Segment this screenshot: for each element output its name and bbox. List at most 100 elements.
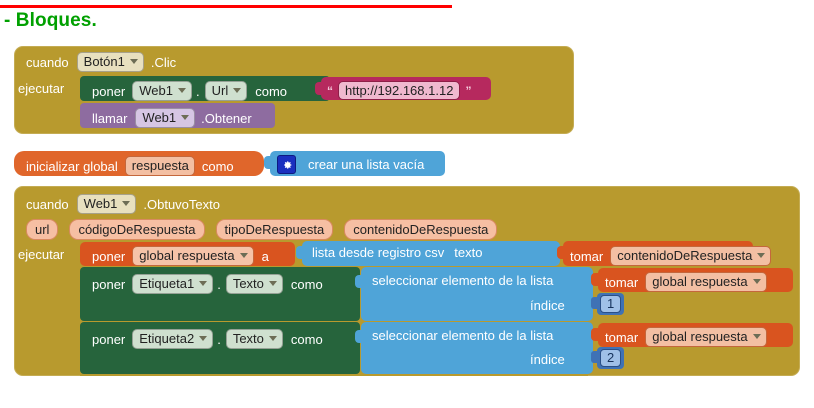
component-dropdown-web1-event-label: Web1 [83, 196, 118, 211]
event2-when-row: cuando Web1 .ObtuvoTexto [26, 194, 220, 214]
set-label-global: poner [92, 248, 126, 264]
global-var-dropdown[interactable]: global respuesta [132, 246, 254, 266]
event-do-label-row: ejecutar [18, 82, 64, 95]
create-empty-list-label: crear una lista vacía [308, 157, 425, 172]
to-label-etiqueta1: como [290, 276, 323, 292]
to-label: como [255, 83, 288, 99]
dot-separator: . [217, 276, 221, 292]
text-value-field[interactable]: http://192.168.1.12 [338, 81, 461, 100]
property-dropdown-texto-1[interactable]: Texto [225, 274, 283, 294]
get-var-dropdown-contenido[interactable]: contenidoDeRespuesta [610, 246, 772, 266]
text-block-row: “ http://192.168.1.12 ” [327, 81, 471, 100]
setter-block-etiqueta1-texto[interactable] [80, 267, 360, 321]
select-list-item-block-1[interactable] [361, 267, 593, 321]
get-global-respuesta-2-row: tomar global respuesta [605, 327, 767, 347]
property-dropdown-url-label: Url [211, 83, 229, 98]
to-label-global: a [261, 248, 269, 264]
get-block-contenido-plug [557, 246, 567, 259]
setter-web1-url-row: poner Web1 . Url como [92, 81, 287, 101]
event-param-tipo[interactable]: tipoDeRespuesta [215, 219, 334, 240]
heading-rule [0, 5, 452, 8]
list-from-csv-row-block[interactable] [302, 241, 560, 266]
list-from-csv-label: lista desde registro csv [312, 245, 445, 260]
setter-etiqueta1-row: poner Etiqueta1 . Texto como [92, 274, 323, 294]
number-block-1-value[interactable]: 1 [600, 295, 622, 313]
setter-block-etiqueta2-texto[interactable] [80, 322, 360, 374]
component-dropdown-web1-label: Web1 [139, 83, 173, 98]
component-dropdown-web1[interactable]: Web1 [132, 81, 192, 101]
index-label-2: índice [530, 352, 565, 367]
event-param-codigo[interactable]: códigoDeRespuesta [69, 219, 205, 240]
get-label-1: tomar [605, 274, 639, 290]
get-label-contenido: tomar [570, 248, 604, 264]
list-from-csv-arg-label: texto [454, 245, 483, 260]
select-list-item-1-index-row: índice [530, 299, 565, 312]
select-list-item-2-title-row: seleccionar elemento de la lista [372, 329, 553, 342]
event2-do-label-row: ejecutar [18, 248, 64, 261]
chevron-down-icon [757, 253, 766, 258]
component-dropdown-etiqueta2[interactable]: Etiqueta2 [132, 329, 214, 349]
dot-separator: . [195, 83, 200, 99]
select-list-item-1-label: seleccionar elemento de la lista [372, 273, 554, 288]
page-title: - Bloques. [4, 10, 97, 31]
close-quote: ” [465, 83, 472, 98]
open-quote: “ [327, 83, 333, 98]
dot-separator: . [217, 331, 221, 347]
create-empty-list-plug [264, 156, 274, 169]
property-dropdown-texto-2[interactable]: Texto [225, 329, 283, 349]
number-block-1[interactable]: 1 [597, 293, 625, 315]
component-dropdown-etiqueta2-label: Etiqueta2 [139, 331, 195, 346]
component-dropdown-boton1[interactable]: Botón1 [76, 52, 144, 72]
property-dropdown-texto-2-label: Texto [232, 331, 264, 346]
do-label-2: ejecutar [18, 247, 65, 262]
chevron-down-icon [268, 281, 277, 286]
set-label-etiqueta2: poner [92, 331, 126, 347]
get-var-dropdown-global-1[interactable]: global respuesta [645, 272, 767, 292]
number-block-2[interactable]: 2 [597, 347, 625, 369]
get-block-global-respuesta-2-plug [591, 328, 601, 341]
gear-icon[interactable] [277, 155, 296, 174]
chevron-down-icon [122, 201, 131, 206]
when-label: cuando [26, 54, 69, 70]
property-dropdown-url[interactable]: Url [204, 81, 248, 101]
set-label: poner [92, 83, 126, 99]
chevron-down-icon [181, 115, 190, 120]
event-name-label-2: .ObtuvoTexto [143, 196, 220, 212]
event-param-url[interactable]: url [26, 219, 59, 240]
event-param-contenido[interactable]: contenidoDeRespuesta [344, 219, 498, 240]
create-empty-list-block[interactable] [270, 151, 445, 176]
chevron-down-icon [752, 334, 761, 339]
component-dropdown-web1-event[interactable]: Web1 [76, 194, 137, 214]
chevron-down-icon [199, 281, 208, 286]
select-list-item-2-label: seleccionar elemento de la lista [372, 328, 554, 343]
select-list-item-1-plug [355, 275, 365, 288]
init-global-row: inicializar global respuesta como [26, 156, 234, 176]
init-to-label: como [201, 158, 234, 174]
get-var-dropdown-contenido-label: contenidoDeRespuesta [617, 248, 753, 263]
component-dropdown-web1-call[interactable]: Web1 [135, 108, 196, 128]
call-label: llamar [92, 110, 128, 126]
index-label-1: índice [530, 298, 565, 313]
chevron-down-icon [199, 336, 208, 341]
component-dropdown-etiqueta1-label: Etiqueta1 [139, 276, 195, 291]
event2-params-row: url códigoDeRespuesta tipoDeRespuesta co… [26, 219, 498, 240]
number-block-2-value[interactable]: 2 [600, 349, 622, 367]
number-block-2-plug [591, 351, 599, 363]
get-label-2: tomar [605, 329, 639, 345]
set-label-etiqueta1: poner [92, 276, 126, 292]
component-dropdown-etiqueta1[interactable]: Etiqueta1 [132, 274, 214, 294]
get-var-dropdown-global-2[interactable]: global respuesta [645, 327, 767, 347]
select-list-item-block-2[interactable] [361, 322, 593, 374]
number-block-1-plug [591, 297, 599, 309]
component-dropdown-boton1-label: Botón1 [83, 54, 125, 69]
select-list-item-1-title-row: seleccionar elemento de la lista [372, 274, 553, 287]
get-block-contenido-row: tomar contenidoDeRespuesta [570, 246, 772, 266]
create-empty-list-row: crear una lista vacía [277, 155, 424, 174]
property-dropdown-texto-1-label: Texto [232, 276, 264, 291]
method-name-label: .Obtener [201, 110, 252, 126]
select-list-item-2-plug [355, 330, 365, 343]
call-web1-obtener-row: llamar Web1 .Obtener [92, 108, 252, 128]
global-name-field[interactable]: respuesta [124, 156, 195, 176]
component-dropdown-web1-call-label: Web1 [142, 110, 177, 125]
event2-bottom-strip [80, 374, 588, 376]
